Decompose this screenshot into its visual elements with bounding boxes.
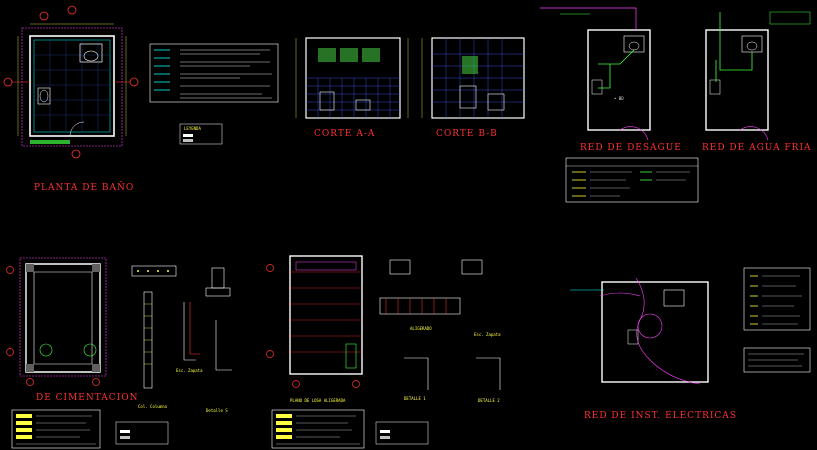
red-agua-fria: RED DE AGUA FRIA [702,11,812,153]
svg-text:• BD: • BD [614,96,624,101]
corte-a-title: CORTE A-A [314,129,375,139]
planta-title: PLANTA DE BAÑO [34,181,134,193]
red-desague: • BD RED DE DESAGUE [540,7,682,153]
losa-title: PLANO DE LOSA ALIGERADA [290,398,346,403]
aligerado-label: ALIGERADO [410,326,432,331]
detalle2-label: DETALLE 2 [478,398,500,403]
agua-title: RED DE AGUA FRIA [702,143,812,153]
corte-b-title: CORTE B-B [436,129,498,139]
electricas-title: RED DE INST. ELECTRICAS [584,411,737,421]
electrical-legend [743,267,811,373]
columna-label: Col. Columna [138,404,167,409]
specs-table: LEYENDA [149,43,279,145]
notes-box-left [11,409,169,449]
zapata1-label: Esc. Zapata [176,368,203,373]
notes-box-middle [271,409,429,449]
planta-de-bano: PLANTA DE BAÑO [3,5,139,193]
desague-title: RED DE DESAGUE [580,143,682,153]
legend-label: LEYENDA [184,126,201,131]
zapata2-label: Esc. Zapata [474,332,501,337]
plano-losa-aligerada: PLANO DE LOSA ALIGERADA [266,255,363,403]
corte-a-a: CORTE A-A [295,37,409,139]
detalle-s-label: Detalle S [206,408,228,413]
red-electricas: RED DE INST. ELECTRICAS [570,277,737,421]
detalle1-label: DETALLE 1 [404,396,426,401]
corte-b-b: CORTE B-B [421,37,525,139]
plano-cimentacion: DE CIMENTACION [6,257,138,403]
cimentacion-details: Col. Columna Esc. Zapata Detalle S [131,265,232,413]
cimentacion-title: DE CIMENTACION [36,393,138,403]
losa-details: ALIGERADO Esc. Zapata DETALLE 1 DETALLE … [379,259,501,403]
plumbing-legend [565,157,699,203]
